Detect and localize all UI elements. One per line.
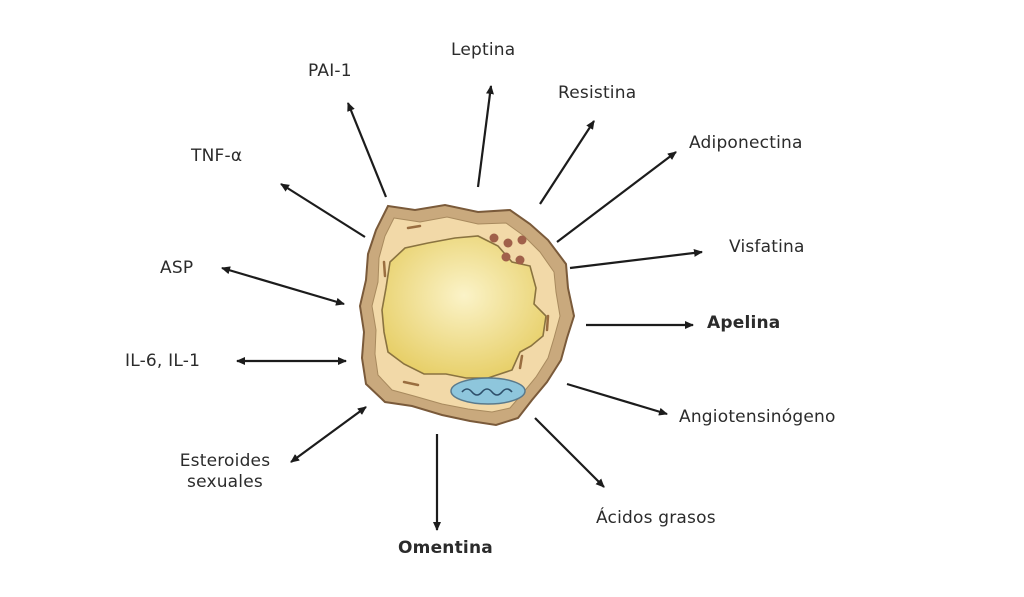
arrow-pai1 [346,102,388,198]
label-angiotensinogeno: Angiotensinógeno [679,407,836,427]
adipocyte-cell [358,203,576,427]
label-adiponectina: Adiponectina [689,133,803,153]
arrow-resistina [539,120,595,205]
nucleus [450,377,526,405]
label-esteroides: Esteroides sexuales [170,451,280,493]
label-tnf: TNF-α [191,146,243,166]
label-resistina: Resistina [558,83,637,103]
label-leptina: Leptina [451,40,516,60]
organelles [382,224,550,387]
arrow-adiponectina [556,151,677,243]
label-asp: ASP [160,258,194,278]
label-apelina: Apelina [707,313,781,333]
label-omentina: Omentina [398,538,493,558]
arrows [221,85,703,531]
arrow-angiotensinogeno [566,382,668,416]
arrow-visfatina [569,248,703,270]
chromatin [461,388,513,396]
lipid-droplet [381,235,547,379]
arrow-leptina [476,85,494,188]
label-pai1: PAI-1 [308,61,352,81]
arrow-esteroides [290,406,367,463]
label-acidos-grasos: Ácidos grasos [596,508,716,528]
label-il6: IL-6, IL-1 [125,351,201,371]
label-visfatina: Visfatina [729,237,805,257]
granules [489,233,527,265]
label-esteroides-line1: Esteroides [179,451,271,471]
arrow-acidos [534,417,605,488]
arrow-tnf [280,183,366,238]
label-esteroides-line2: sexuales [187,472,263,492]
arrow-asp [221,266,345,306]
